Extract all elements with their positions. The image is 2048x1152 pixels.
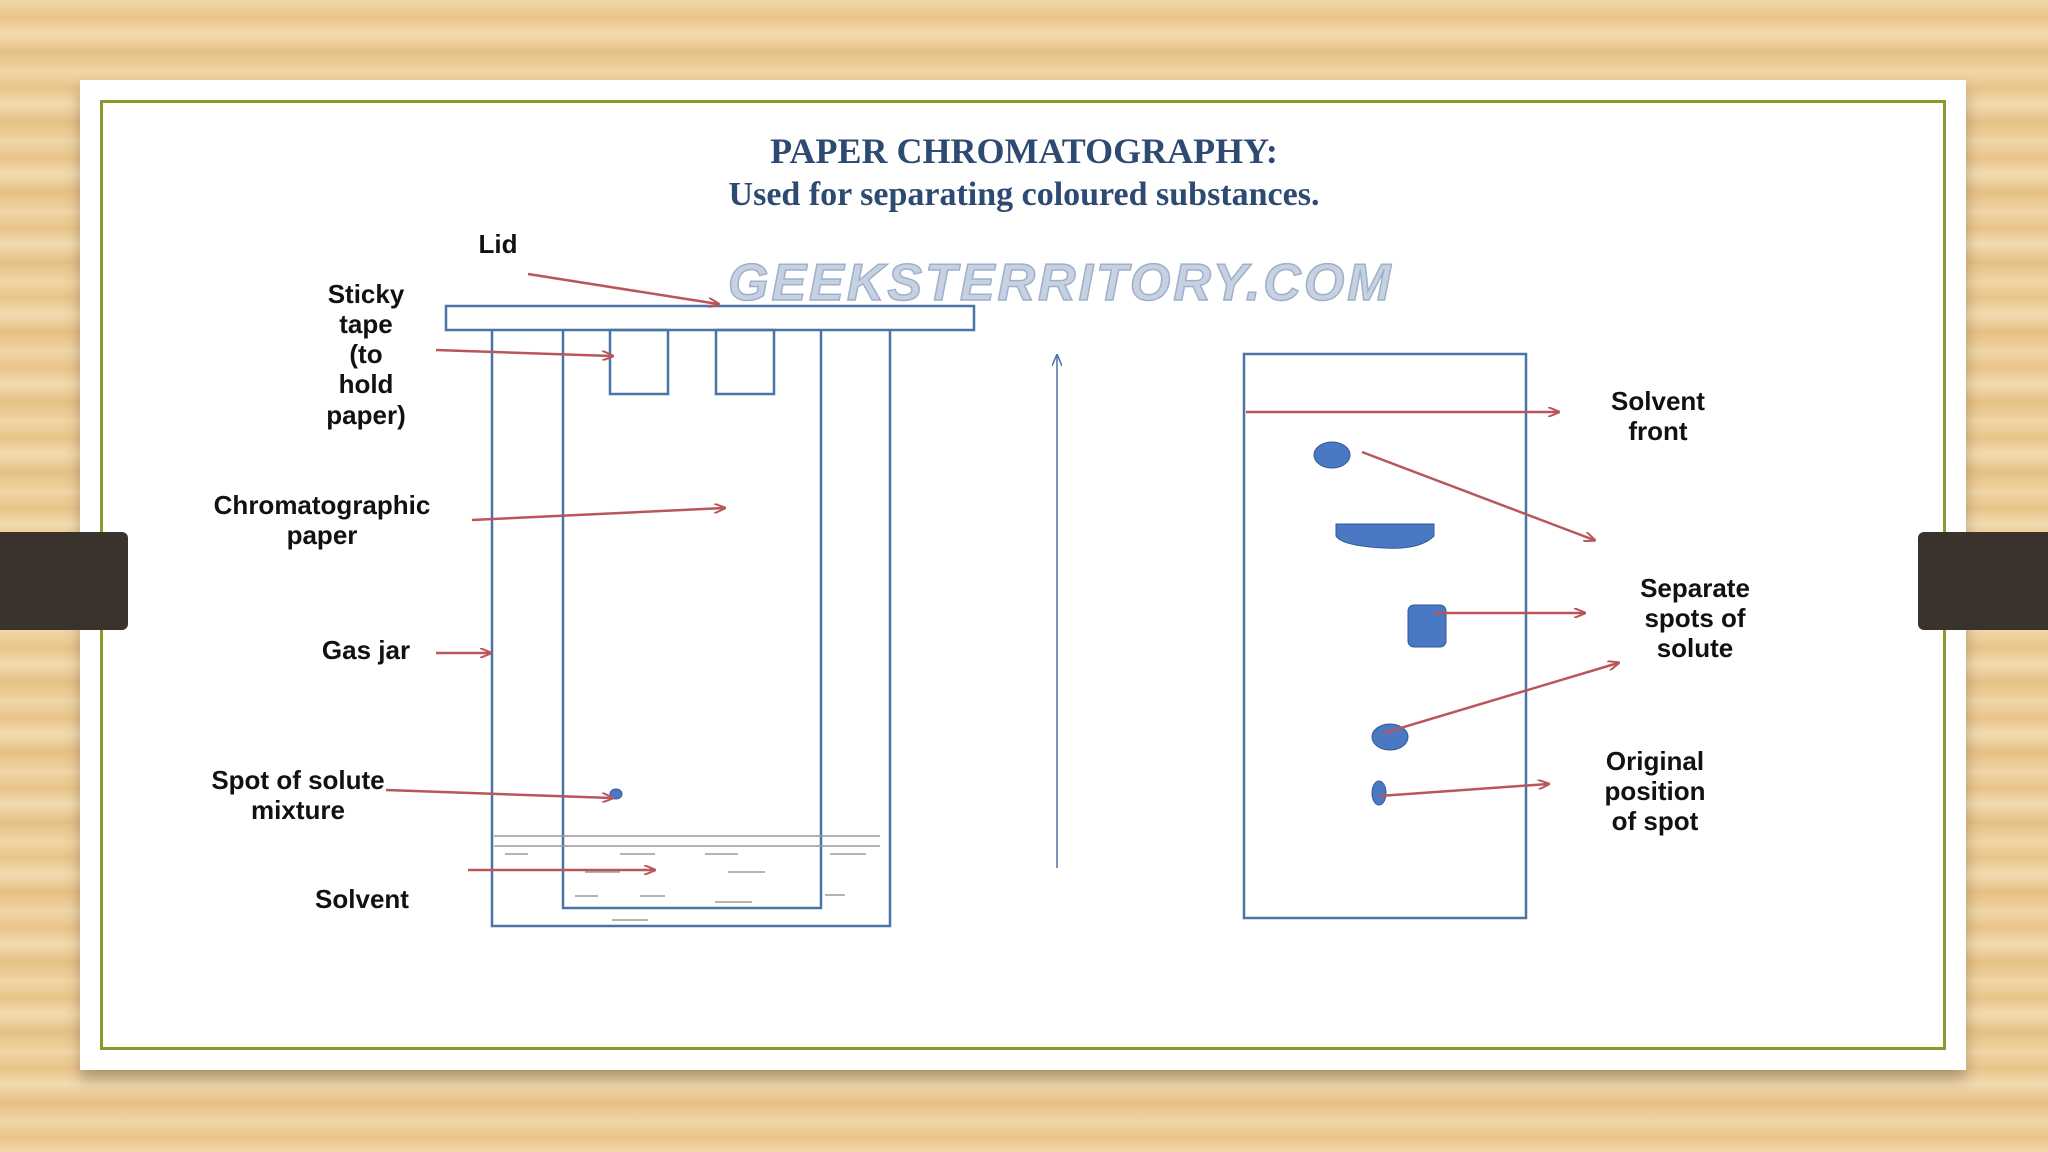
svg-text:paper): paper) [326, 400, 405, 430]
svg-text:spots of: spots of [1644, 603, 1745, 633]
slide-title: PAPER CHROMATOGRAPHY: [770, 131, 1278, 171]
gas-jar-apparatus [444, 304, 976, 928]
svg-text:Spot of solute: Spot of solute [211, 765, 384, 795]
label-chromatographic-paper: Chromatographic paper [214, 490, 431, 550]
svg-text:(to: (to [349, 339, 382, 369]
svg-text:solute: solute [1657, 633, 1734, 663]
right-pointer-arrows [1246, 412, 1618, 798]
svg-text:Chromatographic: Chromatographic [214, 490, 431, 520]
svg-text:mixture: mixture [251, 795, 345, 825]
watermark-text: GEEKSTERRITORY.COM [728, 254, 1394, 312]
sticky-tape-left [608, 328, 670, 396]
svg-text:paper: paper [287, 520, 358, 550]
label-gas-jar: Gas jar [322, 635, 410, 665]
slide-card [80, 80, 1966, 1070]
label-solvent-front: Solvent front [1611, 386, 1705, 446]
original-spot [1371, 780, 1387, 806]
label-sticky-tape: Sticky tape (to hold paper) [326, 279, 405, 430]
chromatographic-paper-shape [561, 330, 823, 910]
separated-spots [1313, 441, 1447, 806]
spot-4 [1371, 723, 1409, 751]
spot-2 [1335, 523, 1435, 549]
slide-subtitle: Used for separating coloured substances. [728, 176, 1320, 213]
gas-jar-shape [490, 330, 892, 928]
svg-text:tape: tape [339, 309, 392, 339]
svg-text:of spot: of spot [1612, 806, 1699, 836]
left-pointer-arrows [385, 272, 724, 870]
label-original-position: Original position of spot [1604, 746, 1705, 836]
svg-text:Solvent: Solvent [1611, 386, 1705, 416]
label-solvent: Solvent [315, 884, 409, 914]
label-separate-spots: Separate spots of solute [1640, 573, 1750, 663]
svg-text:Original: Original [1606, 746, 1704, 776]
right-binder-tab [1918, 532, 2048, 630]
label-spot-of-solute: Spot of solute mixture [211, 765, 384, 825]
left-binder-tab [0, 532, 128, 630]
label-lid: Lid [479, 229, 518, 259]
spot-1 [1313, 441, 1351, 469]
svg-text:front: front [1628, 416, 1688, 446]
svg-text:Separate: Separate [1640, 573, 1750, 603]
solvent-lines [494, 835, 880, 921]
svg-text:position: position [1604, 776, 1705, 806]
svg-text:hold: hold [339, 369, 394, 399]
sticky-tape-right [714, 328, 776, 396]
spot-3 [1407, 604, 1447, 648]
developed-paper-shape [1242, 352, 1528, 920]
svg-text:Sticky: Sticky [328, 279, 405, 309]
